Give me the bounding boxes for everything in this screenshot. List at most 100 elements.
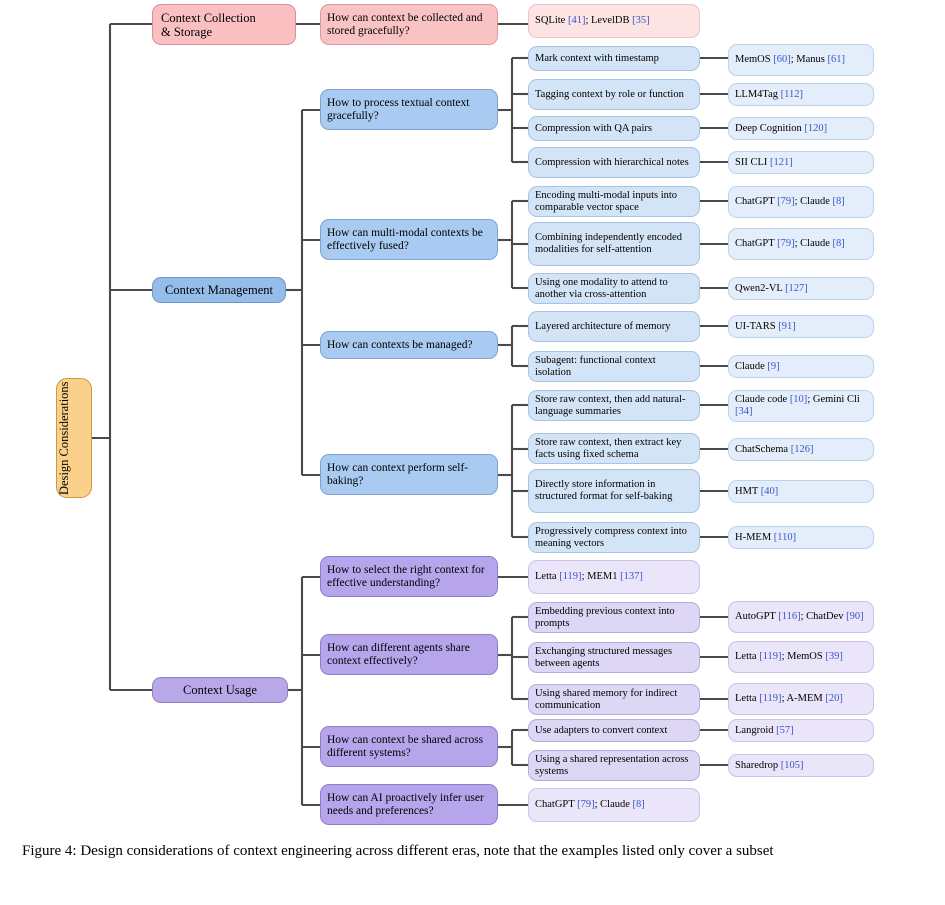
question-node-q9[interactable]: How can AI proactively infer user needs … [320,784,498,825]
example-label: HMT [40] [735,485,779,497]
example-label: ChatGPT [79]; Claude [8] [735,196,845,208]
question-label: How can multi-modal contexts be effectiv… [327,226,483,252]
method-label: Progressively compress context into mean… [535,525,687,549]
method-label: Use adapters to convert context [535,724,668,736]
question-node-q3[interactable]: How can multi-modal contexts be effectiv… [320,219,498,260]
method-label: Layered architecture of memory [535,320,671,332]
method-label: Encoding multi-modal inputs into compara… [535,189,678,213]
example-node-e2[interactable]: MemOS [60]; Manus [61] [728,44,874,76]
method-label: Compression with QA pairs [535,122,652,134]
example-node-e1[interactable]: SQLite [41]; LevelDB [35] [528,4,700,38]
example-node-e7[interactable]: ChatGPT [79]; Claude [8] [728,228,874,260]
example-label: ChatGPT [79]; Claude [8] [735,238,845,250]
method-label: Compression with hierarchical notes [535,156,689,168]
method-node-m4[interactable]: Compression with hierarchical notes [528,147,700,178]
example-label: Claude code [10]; Gemini Cli [34] [735,394,860,417]
method-label: Using shared memory for indirect communi… [535,687,678,711]
method-node-m12[interactable]: Directly store information in structured… [528,469,700,513]
example-label: ChatSchema [126] [735,443,814,455]
question-node-q7[interactable]: How can different agents share context e… [320,634,498,675]
method-node-m17[interactable]: Use adapters to convert context [528,719,700,742]
example-label: Qwen2-VL [127] [735,282,808,294]
example-node-e13[interactable]: HMT [40] [728,480,874,503]
example-node-e5[interactable]: SII CLI [121] [728,151,874,174]
method-node-m6[interactable]: Combining independently encoded modaliti… [528,222,700,266]
example-node-e19[interactable]: Langroid [57] [728,719,874,742]
example-node-e9[interactable]: UI-TARS [91] [728,315,874,338]
method-label: Mark context with timestamp [535,52,659,64]
method-node-m15[interactable]: Exchanging structured messages between a… [528,642,700,673]
question-node-q5[interactable]: How can context perform self-baking? [320,454,498,495]
category-context-management[interactable]: Context Management [152,277,286,303]
figure-caption: Figure 4: Design considerations of conte… [22,843,774,859]
example-node-e18[interactable]: Letta [119]; A-MEM [20] [728,683,874,715]
category-context-collection-storage[interactable]: Context Collection & Storage [152,4,296,45]
example-label: UI-TARS [91] [735,320,796,332]
example-label: Deep Cognition [120] [735,122,828,134]
question-label: How can context be shared across differe… [327,733,484,759]
method-node-m1[interactable]: Mark context with timestamp [528,46,700,71]
question-node-q1[interactable]: How can context be collected and stored … [320,4,498,45]
method-node-m3[interactable]: Compression with QA pairs [528,116,700,141]
example-label: H-MEM [110] [735,531,797,543]
example-node-e16[interactable]: AutoGPT [116]; ChatDev [90] [728,601,874,633]
example-node-e6[interactable]: ChatGPT [79]; Claude [8] [728,186,874,218]
method-label: Store raw context, then extract key fact… [535,436,682,460]
method-label: Exchanging structured messages between a… [535,645,673,669]
category-context-usage[interactable]: Context Usage [152,677,288,703]
method-label: Directly store information in structured… [535,479,673,502]
example-node-e12[interactable]: ChatSchema [126] [728,438,874,461]
method-label: Using a shared representation across sys… [535,753,689,777]
category-label: Context Collection & Storage [161,10,256,39]
example-node-e17[interactable]: Letta [119]; MemOS [39] [728,641,874,673]
method-node-m13[interactable]: Progressively compress context into mean… [528,522,700,553]
method-label: Combining independently encoded modaliti… [535,232,682,255]
example-label: Letta [119]; MemOS [39] [735,651,843,663]
example-label: Claude [9] [735,360,780,372]
question-node-q8[interactable]: How can context be shared across differe… [320,726,498,767]
question-label: How can context perform self-baking? [327,461,469,487]
question-node-q2[interactable]: How to process textual context gracefull… [320,89,498,130]
method-label: Subagent: functional context isolation [535,354,656,378]
question-label: How can context be collected and stored … [327,11,483,37]
method-label: Tagging context by role or function [535,88,684,100]
method-node-m18[interactable]: Using a shared representation across sys… [528,750,700,781]
example-node-e10[interactable]: Claude [9] [728,355,874,378]
example-node-e11[interactable]: Claude code [10]; Gemini Cli [34] [728,390,874,422]
method-node-m10[interactable]: Store raw context, then add natural-lang… [528,390,700,421]
example-node-e14[interactable]: H-MEM [110] [728,526,874,549]
question-label: How to process textual context gracefull… [327,96,470,122]
method-node-m7[interactable]: Using one modality to attend to another … [528,273,700,304]
method-node-m2[interactable]: Tagging context by role or function [528,79,700,110]
example-node-e3[interactable]: LLM4Tag [112] [728,83,874,106]
example-label: Letta [119]; MEM1 [137] [535,571,643,583]
category-label: Context Management [165,283,273,297]
method-node-m11[interactable]: Store raw context, then extract key fact… [528,433,700,464]
example-label: Sharedrop [105] [735,759,804,771]
example-label: LLM4Tag [112] [735,88,803,100]
question-node-q6[interactable]: How to select the right context for effe… [320,556,498,597]
method-label: Using one modality to attend to another … [535,276,668,300]
method-node-m16[interactable]: Using shared memory for indirect communi… [528,684,700,715]
method-node-m8[interactable]: Layered architecture of memory [528,311,700,342]
category-label: Context Usage [183,683,257,697]
example-label: AutoGPT [116]; ChatDev [90] [735,611,864,623]
example-node-e4[interactable]: Deep Cognition [120] [728,117,874,140]
question-node-q4[interactable]: How can contexts be managed? [320,331,498,359]
example-label: Letta [119]; A-MEM [20] [735,693,843,705]
method-label: Store raw context, then add natural-lang… [535,393,686,417]
example-node-e8[interactable]: Qwen2-VL [127] [728,277,874,300]
question-label: How to select the right context for effe… [327,563,485,589]
question-label: How can contexts be managed? [327,338,473,351]
example-label: MemOS [60]; Manus [61] [735,54,845,66]
method-node-m9[interactable]: Subagent: functional context isolation [528,351,700,382]
question-label: How can AI proactively infer user needs … [327,791,484,817]
example-node-e15[interactable]: Letta [119]; MEM1 [137] [528,560,700,594]
method-node-m14[interactable]: Embedding previous context into prompts [528,602,700,633]
example-label: SII CLI [121] [735,156,793,168]
method-node-m5[interactable]: Encoding multi-modal inputs into compara… [528,186,700,217]
example-node-e21[interactable]: ChatGPT [79]; Claude [8] [528,788,700,822]
root-node-design-considerations[interactable]: Design Considerations [56,378,92,498]
example-node-e20[interactable]: Sharedrop [105] [728,754,874,777]
